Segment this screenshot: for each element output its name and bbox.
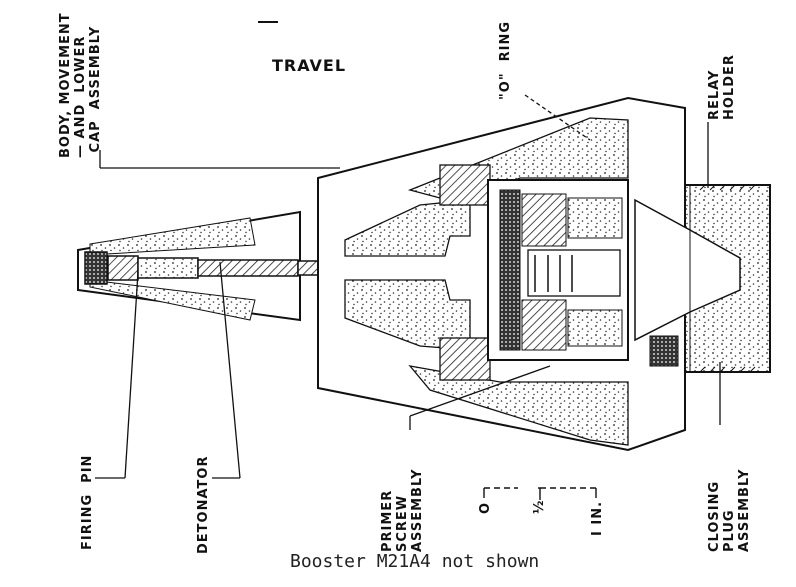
nose-assembly xyxy=(77,210,301,322)
label-firing-pin: FIRING PIN xyxy=(80,454,95,550)
label-primer-screw-assembly: PRIMER SCREW ASSEMBLY xyxy=(380,468,425,552)
scale-bar xyxy=(483,487,597,500)
label-o-ring: "O" RING xyxy=(498,20,513,100)
main-body xyxy=(317,96,686,452)
scale-label-one-inch: I IN. xyxy=(590,500,605,536)
label-body-movement-lower-cap: BODY, MOVEMENT — AND LOWER CAP ASSEMBLY xyxy=(58,12,103,158)
label-travel: TRAVEL xyxy=(272,56,347,75)
closing-plug xyxy=(634,184,771,373)
label-detonator: DETONATOR xyxy=(196,455,211,554)
leader-lines xyxy=(95,94,721,479)
scale-label-half: ½ xyxy=(532,499,547,514)
scale-label-zero: O xyxy=(478,501,493,514)
label-closing-plug-assembly: CLOSING PLUG ASSEMBLY xyxy=(707,468,752,552)
label-relay-holder: RELAY HOLDER xyxy=(707,54,737,120)
diagram-caption: Booster M21A4 not shown xyxy=(290,551,540,572)
